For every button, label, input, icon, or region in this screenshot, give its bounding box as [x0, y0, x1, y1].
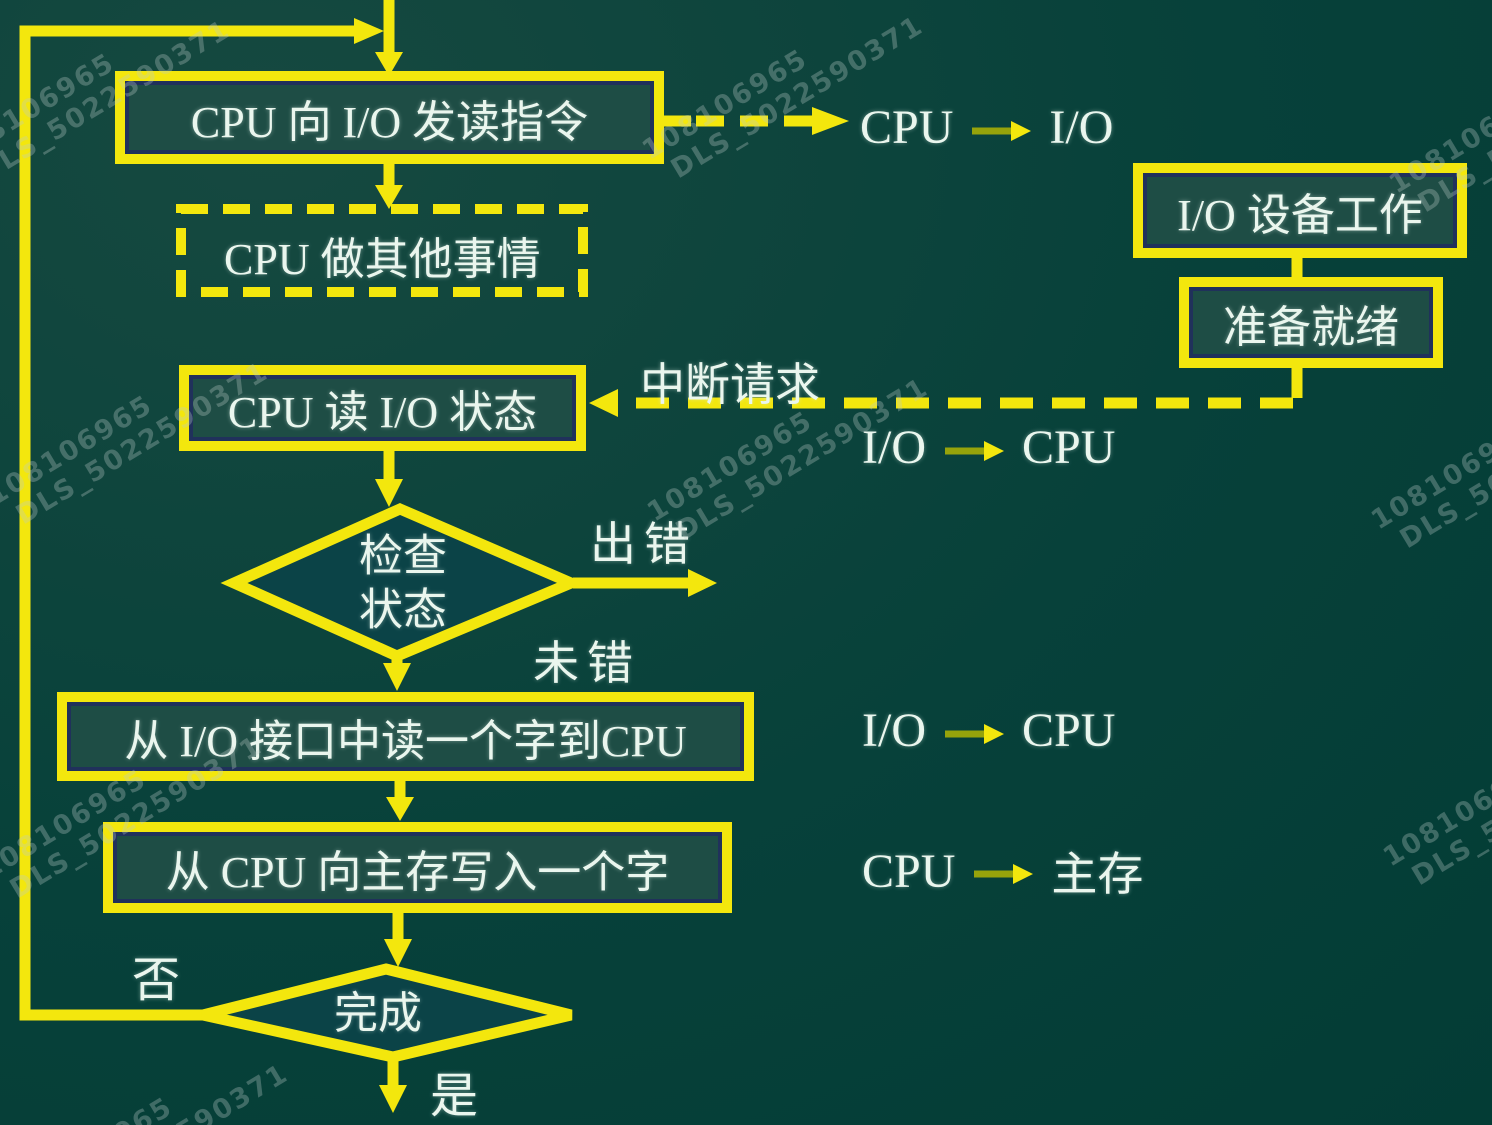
interrupt-arrowhead — [589, 389, 618, 417]
no-label: 否 — [132, 954, 181, 1007]
transfer-cpu-to-mem: CPU 主存 — [862, 838, 1143, 904]
error-arrowhead — [688, 569, 717, 597]
loop-back-arrowhead — [354, 18, 384, 44]
right-arrow-icon — [972, 120, 1032, 141]
check-status-diamond — [220, 502, 586, 662]
read-to-write-arrowhead — [386, 797, 414, 821]
transfer-from: I/O — [862, 421, 926, 474]
transfer-to: CPU — [1021, 704, 1116, 757]
transfer-to: 主存 — [1051, 849, 1144, 900]
done-exit-arrowhead — [379, 1085, 407, 1113]
box-cpu-read-io-status: CPU 读 I/O 状态 — [179, 365, 586, 451]
loop-back-line — [19, 25, 356, 1021]
done-diamond — [201, 963, 573, 1063]
box-cpu-issue-read: CPU 向 I/O 发读指令 — [115, 71, 664, 164]
transfer-from: CPU — [862, 844, 956, 898]
yes-label: 是 — [430, 1070, 479, 1123]
no-error-label: 未错 — [533, 638, 641, 689]
transfer-cpu-to-io: CPU I/O — [860, 100, 1113, 155]
transfer-to: I/O — [1049, 101, 1114, 154]
write-to-done-arrowhead — [384, 939, 412, 967]
transfer-io-to-cpu-interrupt: I/O CPU — [862, 420, 1115, 475]
check-to-read-arrowhead — [383, 663, 411, 691]
status-to-check-arrowhead — [375, 479, 403, 507]
check-status-line2: 状态 — [359, 585, 447, 634]
top-entry-arrowhead — [375, 52, 403, 76]
transfer-to: CPU — [1021, 421, 1116, 474]
box-ready: 准备就绪 — [1179, 277, 1443, 368]
box-write-word-to-mem: 从 CPU 向主存写入一个字 — [103, 822, 732, 913]
right-arrow-icon — [974, 864, 1034, 884]
box-cpu-other-label: CPU 做其他事情 — [224, 235, 541, 284]
check-status-line1: 检查 — [359, 531, 447, 581]
box-read-word-to-cpu: 从 I/O 接口中读一个字到CPU — [57, 692, 754, 781]
check-status-diamond-label: 检查 状态 — [359, 529, 447, 636]
issue-to-other-arrowhead — [375, 185, 403, 209]
right-arrow-icon — [944, 440, 1004, 461]
interrupt-request-label: 中断请求 — [640, 360, 821, 410]
right-arrow-icon — [944, 723, 1004, 744]
transfer-from: I/O — [862, 704, 926, 757]
error-label: 出错 — [590, 519, 698, 570]
done-diamond-label: 完成 — [334, 989, 422, 1039]
transfer-from: CPU — [860, 101, 954, 154]
cpu-other-dashed-box-border — [176, 204, 588, 297]
transfer-io-to-cpu-read: I/O CPU — [862, 703, 1115, 758]
cpu-io-dashed-arrowhead — [812, 107, 849, 135]
box-io-device-work: I/O 设备工作 — [1133, 163, 1467, 258]
